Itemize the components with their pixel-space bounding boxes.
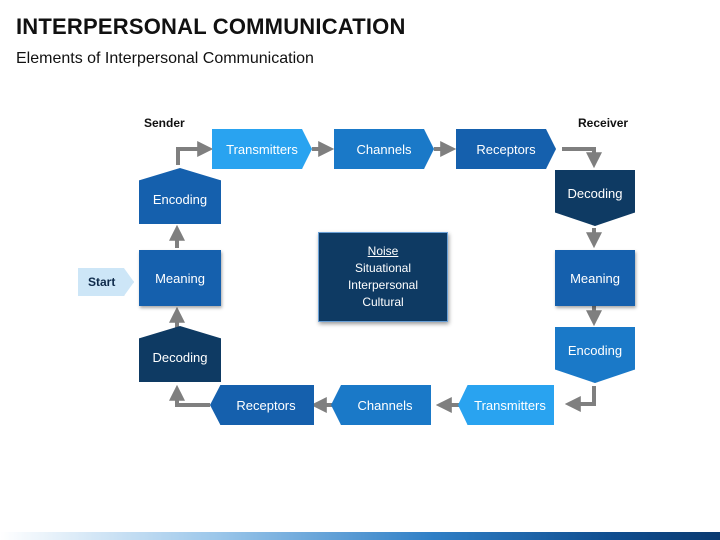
sender-label: Sender [144, 116, 185, 130]
bottom-transmitters-box: Transmitters [458, 385, 554, 425]
start-arrow: Start [78, 268, 134, 296]
sender-decoding-box: Decoding [139, 326, 221, 382]
page-subtitle: Elements of Interpersonal Communication [16, 50, 314, 67]
top-receptors-box: Receptors [456, 129, 556, 169]
page-title: INTERPERSONAL COMMUNICATION [16, 14, 406, 39]
arrow-encoding-to-transmitters-bottom [564, 386, 596, 412]
top-transmitters-box: Transmitters [212, 129, 312, 169]
noise-item-interpersonal: Interpersonal [347, 278, 419, 292]
noise-title: Noise [367, 244, 399, 258]
noise-box: Noise Situational Interpersonal Cultural [318, 232, 448, 322]
footer-gradient-bar [0, 532, 720, 540]
bottom-channels-box: Channels [331, 385, 431, 425]
noise-item-cultural: Cultural [362, 295, 404, 309]
noise-item-situational: Situational [354, 261, 412, 275]
arrow-receptors-to-decoding-sender [169, 384, 210, 407]
top-channels-box: Channels [334, 129, 434, 169]
bottom-receptors-box: Receptors [210, 385, 314, 425]
sender-meaning-box: Meaning [139, 250, 221, 306]
arrow-encoding-to-transmitters [176, 141, 214, 165]
receiver-meaning-box: Meaning [555, 250, 635, 306]
sender-encoding-box: Encoding [139, 168, 221, 224]
receiver-decoding-box: Decoding [555, 170, 635, 226]
receiver-encoding-box: Encoding [555, 327, 635, 383]
arrow-receptors-to-decoding [562, 147, 602, 169]
receiver-label: Receiver [578, 116, 629, 130]
